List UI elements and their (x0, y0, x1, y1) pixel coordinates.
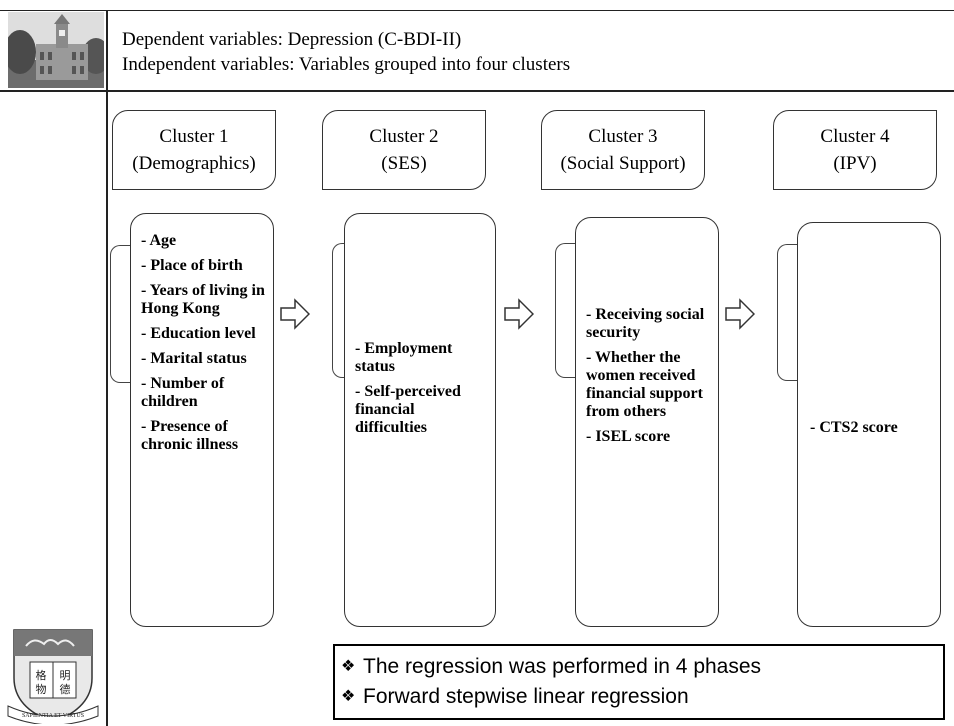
note-text: Forward stepwise linear regression (363, 685, 689, 708)
crest-char: 格 (36, 668, 47, 682)
variable-item: - Number of children (141, 375, 225, 410)
cluster-1-name: Cluster 1 (159, 126, 229, 147)
right-arrow-icon (725, 298, 755, 330)
regression-notes: ❖ The regression was performed in 4 phas… (333, 644, 945, 720)
header-divider (0, 90, 954, 92)
university-crest-logo: 格 明 物 德 SAPIENTIA ET VIRTUS (7, 629, 99, 724)
cluster-4-subtitle: (IPV) (833, 153, 877, 174)
variable-item: - Whether the women received financial s… (586, 349, 703, 420)
diamond-bullet-icon: ❖ (341, 658, 356, 675)
variable-item: - Education level (141, 325, 256, 342)
crest-char: 明 (60, 669, 71, 682)
cluster-1-variables: - Age - Place of birth - Years of living… (130, 213, 274, 627)
crest-char: 物 (36, 682, 47, 696)
variable-item: - Presence of chronic illness (141, 418, 239, 453)
cluster-2-box: Cluster 2 (SES) (322, 110, 486, 190)
cluster-4-box: Cluster 4 (IPV) (773, 110, 937, 190)
building-photo (8, 12, 104, 88)
variable-item: - Years of living in Hong Kong (141, 282, 265, 317)
crest-motto: SAPIENTIA ET VIRTUS (22, 713, 84, 719)
note-item: ❖ Forward stepwise linear regression (341, 682, 943, 712)
variable-item: - ISEL score (586, 428, 671, 445)
cluster-2-subtitle: (SES) (381, 153, 427, 174)
cluster-1-subtitle: (Demographics) (132, 153, 256, 174)
cluster-4-name: Cluster 4 (820, 126, 890, 147)
left-rule (106, 10, 108, 726)
right-arrow-icon (280, 298, 310, 330)
top-rule (0, 10, 954, 11)
variable-item: - Self-perceived financial difficulties (355, 383, 461, 436)
variable-item: - Age (141, 232, 177, 249)
variable-item: - CTS2 score (810, 419, 898, 436)
right-arrow-icon (504, 298, 534, 330)
variable-item: - Receiving social security (586, 306, 705, 341)
variable-item: - Employment status (355, 340, 453, 375)
crest-char: 德 (60, 682, 71, 696)
variable-item: - Marital status (141, 350, 247, 367)
diamond-bullet-icon: ❖ (341, 688, 356, 705)
cluster-4-variables: - CTS2 score (797, 222, 941, 627)
cluster-3-subtitle: (Social Support) (560, 153, 686, 174)
note-item: ❖ The regression was performed in 4 phas… (341, 652, 943, 682)
cluster-3-box: Cluster 3 (Social Support) (541, 110, 705, 190)
independent-variable-line: Independent variables: Variables grouped… (122, 54, 571, 75)
note-text: The regression was performed in 4 phases (363, 655, 762, 678)
dependent-variable-line: Dependent variables: Depression (C-BDI-I… (122, 29, 462, 50)
cluster-2-name: Cluster 2 (369, 126, 439, 147)
cluster-3-variables: - Receiving social security - Whether th… (575, 217, 719, 627)
cluster-3-name: Cluster 3 (588, 126, 658, 147)
cluster-1-box: Cluster 1 (Demographics) (112, 110, 276, 190)
variable-item: - Place of birth (141, 257, 243, 274)
cluster-2-variables: - Employment status - Self-perceived fin… (344, 213, 496, 627)
